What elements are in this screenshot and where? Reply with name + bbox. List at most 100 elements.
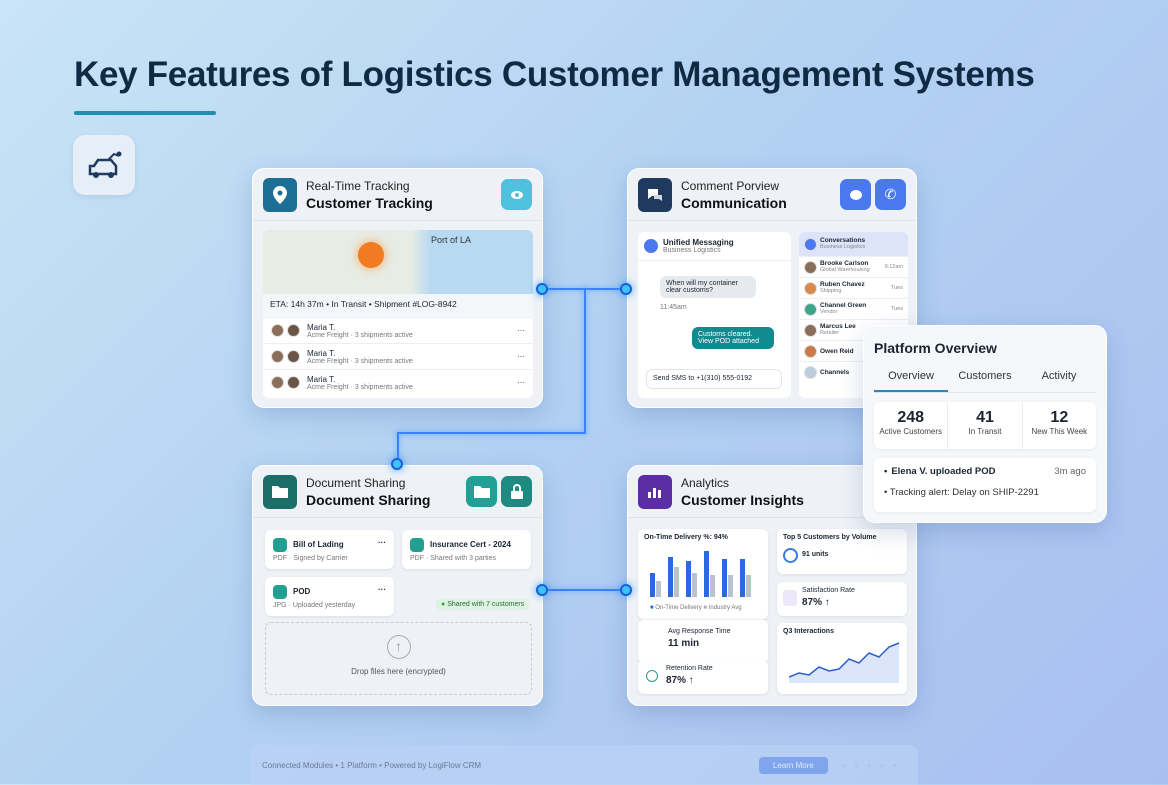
contact-time: Tues	[890, 285, 903, 291]
contact-item[interactable]: Owen Reid	[799, 340, 908, 361]
tile-value: 87% ↑	[802, 597, 830, 608]
sms-input[interactable]: Send SMS to +1(310) 555-0192	[646, 369, 782, 389]
card-title: Document Sharing	[306, 491, 431, 508]
list-item[interactable]: Maria T.Acme Freight · 3 shipments activ…	[263, 343, 533, 369]
on-time-delivery-chart: On-Time Delivery %: 94% ■ On-Time Delive…	[638, 529, 768, 619]
bar-industry	[710, 575, 715, 597]
contact-name: Channels	[820, 368, 850, 376]
bar-industry	[692, 573, 697, 597]
tile-label: Satisfaction Rate	[802, 587, 855, 594]
list-item[interactable]: Maria T.Acme Freight · 3 shipments activ…	[263, 317, 533, 343]
shared-badge-text: Shared with 7 customers	[447, 601, 525, 608]
file-name: Bill of Lading	[293, 540, 344, 550]
card-subtitle: Comment Porview	[681, 178, 780, 193]
bar-on-time	[650, 573, 655, 597]
line-chart	[789, 642, 900, 683]
more-icon[interactable]: ···	[517, 352, 525, 361]
panel-title: Platform Overview	[874, 340, 997, 356]
connector-line	[542, 589, 626, 591]
tab-overview[interactable]: Overview	[874, 362, 948, 392]
retention-tile[interactable]: Retention Rate 87% ↑	[638, 660, 768, 694]
contact-sub: Vendor	[820, 309, 838, 315]
view-icon[interactable]	[501, 179, 532, 210]
interactions-chart: Q3 Interactions	[777, 623, 907, 694]
response-time-tile[interactable]: Avg Response Time 11 min	[638, 619, 768, 663]
connector-node	[620, 584, 632, 596]
list-item[interactable]: Maria T.Acme Freight · 3 shipments activ…	[263, 369, 533, 395]
upload-icon[interactable]: ↑	[386, 635, 411, 659]
title-underline	[74, 111, 216, 115]
incoming-message: When will my container clear customs?	[660, 276, 756, 298]
activity-item[interactable]: • Tracking alert: Delay on SHIP-2291	[884, 487, 1039, 498]
file-item[interactable]: Bill of Lading···PDF · Signed by Carrier	[265, 530, 394, 569]
connector-line	[584, 288, 586, 433]
stat-value: 248	[897, 409, 925, 426]
tile-value: 87% ↑	[666, 675, 694, 686]
more-icon[interactable]: ···	[378, 538, 386, 547]
footer-icons[interactable]: ◦▫◦◦▫	[841, 760, 906, 770]
card-title: Customer Insights	[681, 491, 804, 508]
contact-sub: Global Warehousing	[820, 267, 870, 273]
folder-icon	[263, 474, 297, 509]
chart-legend: ■ On-Time Delivery ■ Industry Avg	[650, 605, 742, 611]
tab-activity[interactable]: Activity	[1041, 370, 1077, 382]
shipment-status: ETA: 14h 37m • In Transit • Shipment #LO…	[263, 294, 533, 317]
bar-industry	[656, 581, 661, 597]
chat-icon	[638, 177, 672, 212]
more-icon[interactable]: ···	[378, 585, 386, 594]
tile-label: Retention Rate	[666, 665, 713, 672]
satisfaction-tile[interactable]: Satisfaction Rate 87% ↑	[777, 582, 907, 616]
contact-name: Maria T.	[307, 348, 336, 358]
card-subtitle: Analytics	[681, 475, 730, 490]
bar-on-time	[740, 559, 745, 597]
truck-network-icon	[73, 135, 135, 195]
panel-title: Unified Messaging	[663, 238, 734, 247]
tab-customers[interactable]: Customers	[958, 370, 1012, 382]
tile-label: Avg Response Time	[668, 628, 731, 635]
tile-value: 91 units	[802, 551, 829, 558]
activity-text: Elena V. uploaded POD	[891, 466, 996, 477]
folder-button-icon[interactable]	[466, 476, 497, 507]
chart-title: On-Time Delivery %: 94%	[644, 534, 728, 541]
contact-detail: Acme Freight · 3 shipments active	[307, 383, 413, 391]
card-title: Customer Tracking	[306, 194, 433, 211]
map[interactable]: Port of LA	[263, 230, 533, 294]
file-item[interactable]: POD···JPG · Uploaded yesterday	[265, 577, 394, 616]
legend-item: Industry Avg	[708, 605, 742, 611]
connector-node	[536, 283, 548, 295]
stat-value: 41	[976, 409, 994, 426]
truck-marker-icon[interactable]	[358, 242, 384, 268]
more-icon[interactable]: ···	[517, 326, 525, 335]
stat-value: 12	[1050, 409, 1069, 426]
bar-on-time	[668, 557, 673, 597]
message-icon[interactable]	[840, 179, 871, 210]
shared-badge: ● Shared with 7 customers	[436, 599, 530, 610]
more-icon[interactable]: ···	[517, 378, 525, 387]
phone-icon[interactable]: ✆	[875, 179, 906, 210]
contact-item[interactable]: Channels	[799, 361, 908, 382]
lock-icon[interactable]	[501, 476, 532, 507]
platform-overview-panel: Platform Overview Overview Customers Act…	[863, 325, 1107, 523]
interactions-line	[789, 642, 900, 678]
contact-name: Ruben Chavez	[820, 281, 865, 288]
contact-detail: Acme Freight · 3 shipments active	[307, 357, 413, 365]
file-dropzone[interactable]: ↑ Drop files here (encrypted)	[265, 622, 532, 695]
map-label: Port of LA	[431, 235, 472, 245]
contact-name: Channel Green	[820, 302, 867, 309]
top-customers-tile[interactable]: Top 5 Customers by Volume 91 units	[777, 529, 907, 574]
bar-on-time	[704, 551, 709, 597]
card-title: Communication	[681, 194, 787, 211]
learn-more-button[interactable]: Learn More	[758, 756, 828, 774]
file-icon	[410, 538, 424, 552]
